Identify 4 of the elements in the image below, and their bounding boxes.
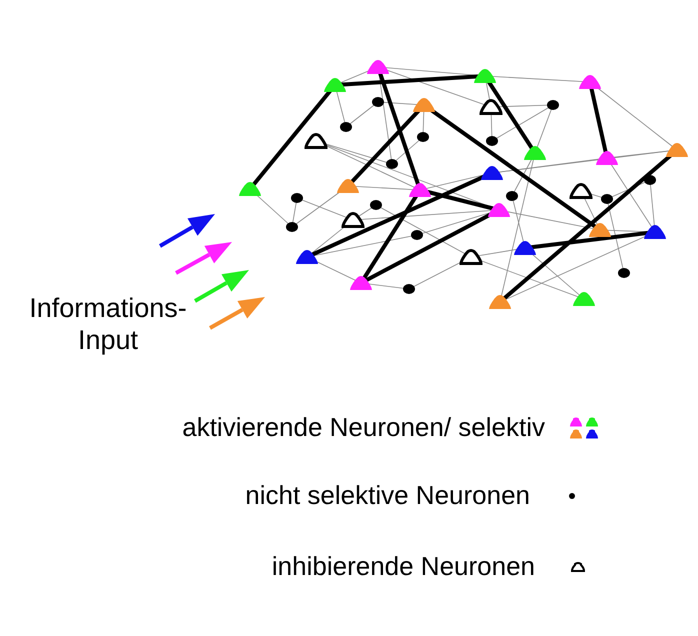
- input-label: Informations- Input: [28, 292, 188, 356]
- legend-text: inhibierende Neuronen: [272, 551, 535, 582]
- legend-text: nicht selektive Neuronen: [245, 480, 530, 511]
- legend-text: aktivierende Neuronen/ selektiv: [182, 412, 545, 443]
